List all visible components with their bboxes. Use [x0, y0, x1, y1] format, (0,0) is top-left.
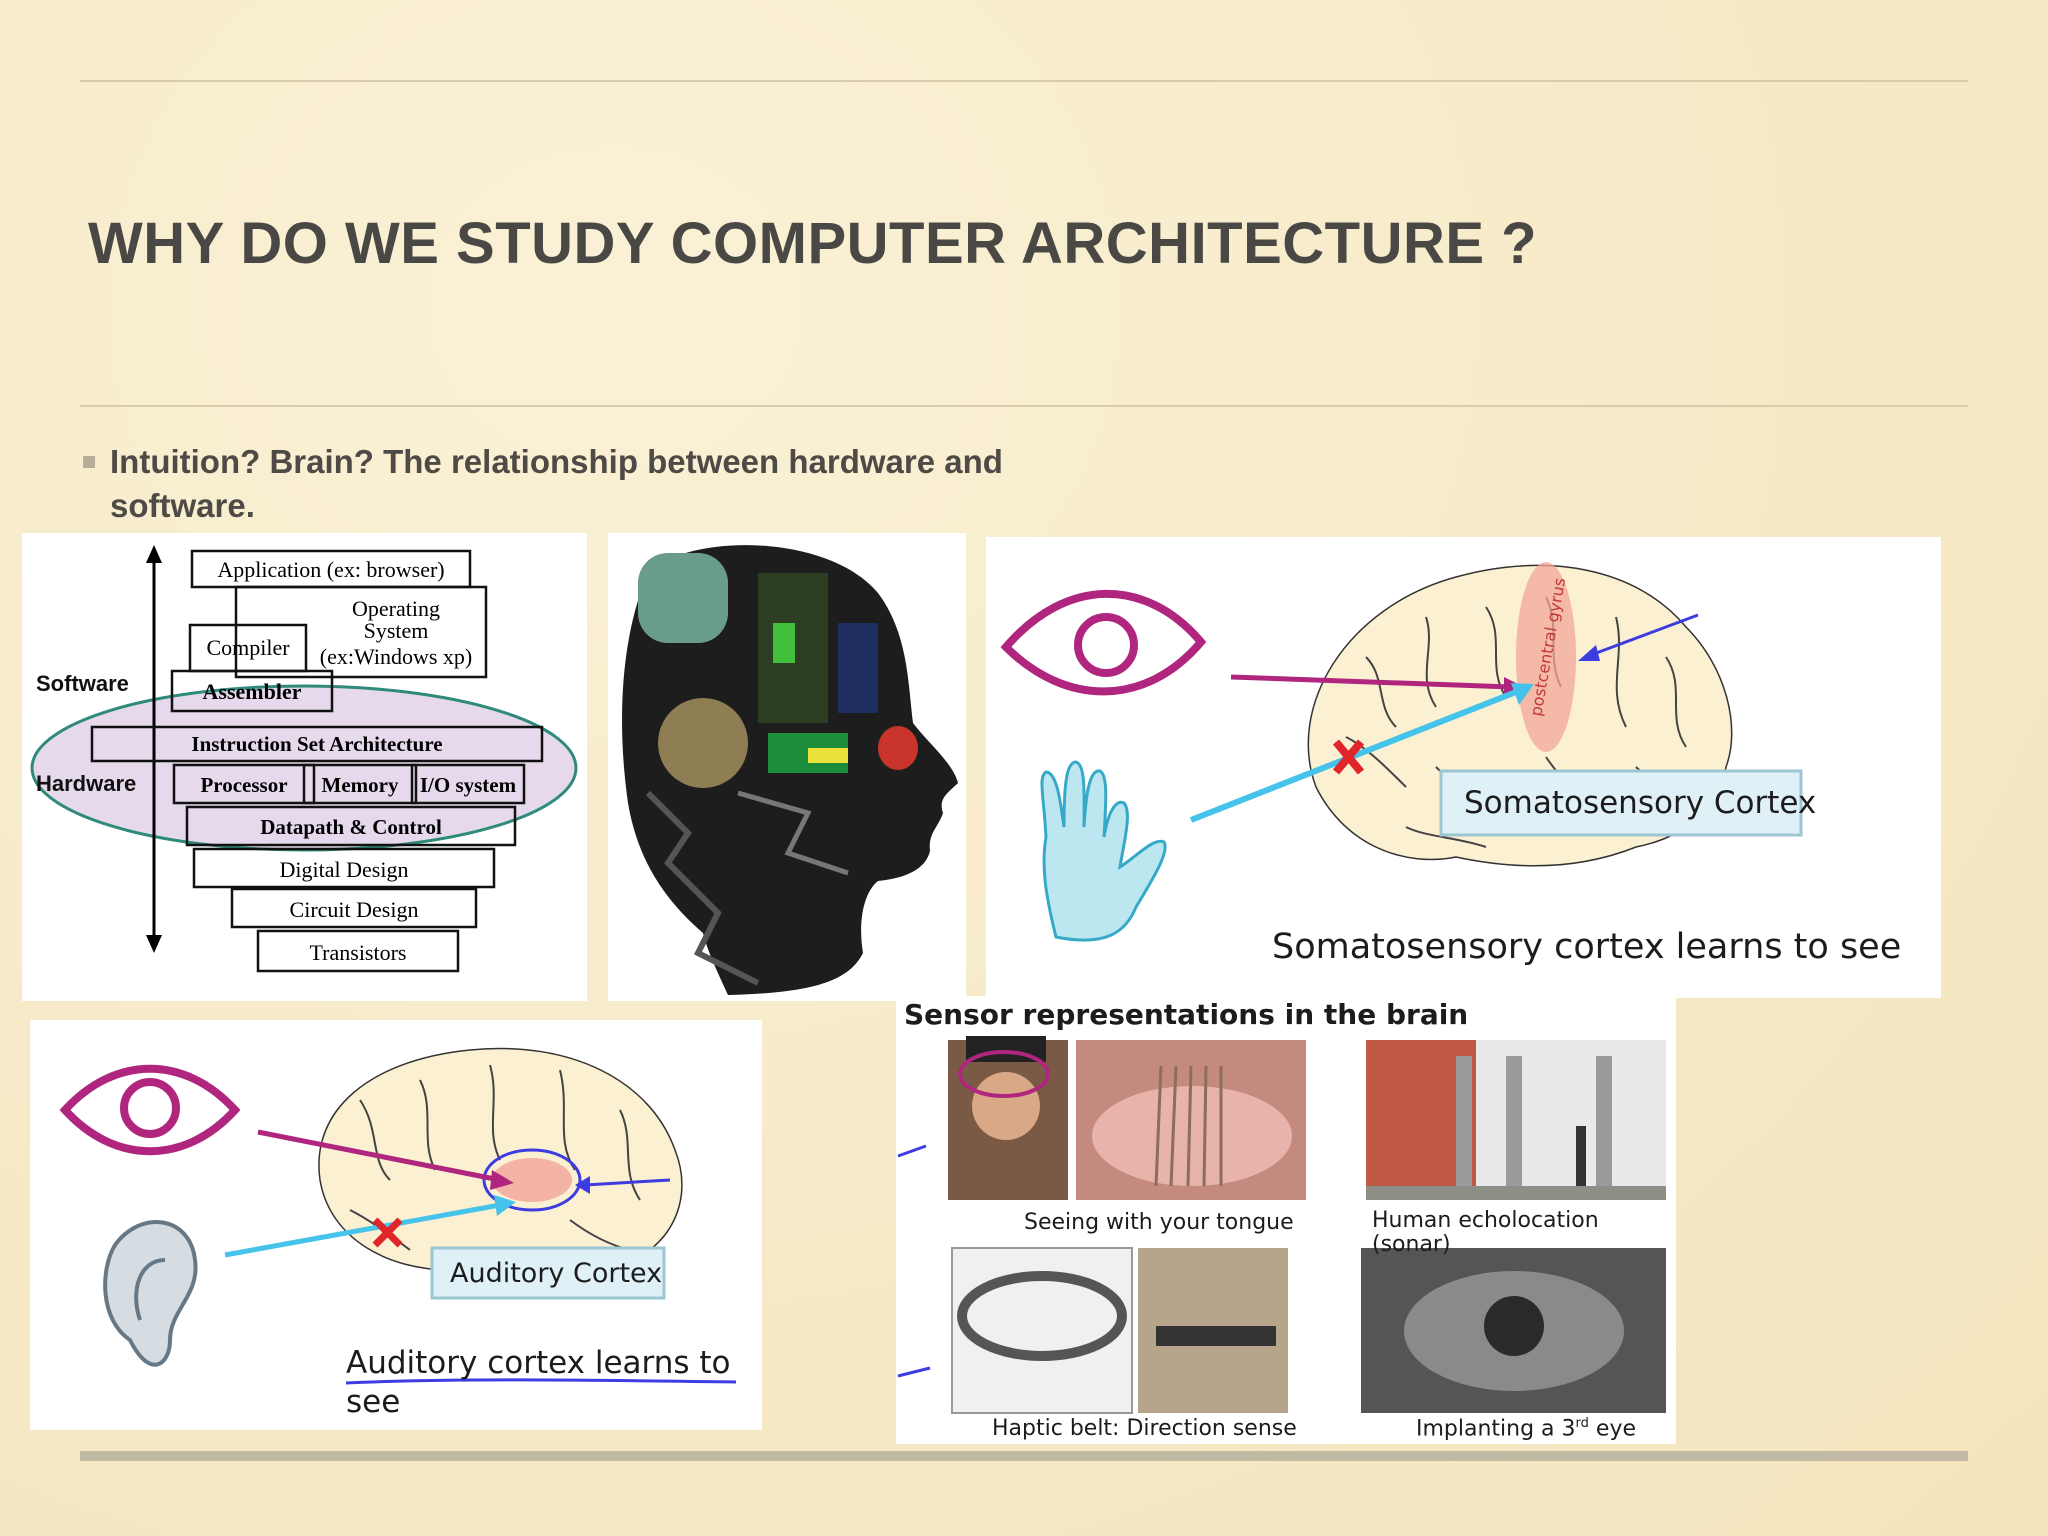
layer-compiler: Compiler: [206, 635, 290, 660]
layer-memory: Memory: [321, 773, 399, 797]
layer-assembler: Assembler: [202, 679, 302, 704]
layer-os-line3: (ex:Windows xp): [319, 644, 473, 669]
auditory-box-label: Auditory Cortex: [450, 1258, 663, 1289]
somatosensory-graphic: postcentral gyrus: [1000, 562, 1803, 942]
layer-processor: Processor: [200, 773, 288, 797]
layer-isa: Instruction Set Architecture: [191, 732, 443, 756]
title-divider: [80, 405, 1968, 407]
layer-io: I/O system: [419, 773, 517, 797]
sensor-representations-panel: Sensor representations in the brain Seei…: [896, 996, 1676, 1444]
layer-os-line1: Operating: [352, 596, 440, 621]
sensor-heading: Sensor representations in the brain: [904, 998, 1469, 1031]
bullet-marker: [83, 456, 95, 468]
third-eye-caption-pre: Implanting a 3: [1416, 1416, 1576, 1442]
slide-title: WHY DO WE STUDY COMPUTER ARCHITECTURE ?: [88, 211, 1538, 276]
auditory-panel: Auditory Cortex Auditory cortex learns t…: [30, 1020, 762, 1430]
software-label: Software: [36, 671, 129, 696]
layer-os-line2: System: [363, 618, 429, 643]
head-silhouette-graphic: [622, 545, 958, 995]
bottom-divider: [80, 1451, 1968, 1461]
cyborg-head-image: [608, 533, 966, 1001]
bullet-text: Intuition? Brain? The relationship betwe…: [110, 443, 1003, 524]
echolocation-caption-line1: Human echolocation: [1372, 1208, 1599, 1233]
layer-transistors: Transistors: [309, 940, 407, 965]
stack-diagram-panel: Software Hardware Application (ex: brows…: [22, 533, 587, 1001]
third-eye-caption-post: eye: [1588, 1416, 1637, 1442]
stack-diagram-graphic: [30, 545, 578, 973]
layer-application: Application (ex: browser): [217, 557, 445, 582]
layer-datapath: Datapath & Control: [260, 815, 442, 839]
belt-caption: Haptic belt: Direction sense: [992, 1416, 1297, 1441]
echolocation-caption-line2: (sonar): [1372, 1232, 1451, 1257]
third-eye-caption: Implanting a 3rd eye: [1416, 1416, 1636, 1441]
top-divider: [80, 80, 1968, 82]
hardware-label: Hardware: [36, 771, 137, 796]
auditory-graphic: [59, 1047, 737, 1385]
auditory-caption-line1: Auditory cortex learns to: [346, 1345, 731, 1381]
layer-digital: Digital Design: [279, 857, 409, 882]
somatosensory-panel: postcentral gyrus Somatosensory Cortex S…: [986, 537, 1941, 998]
third-eye-caption-sup: rd: [1575, 1416, 1589, 1431]
auditory-caption-line2: see: [346, 1384, 401, 1420]
tongue-caption: Seeing with your tongue: [1024, 1210, 1294, 1235]
layer-circuit: Circuit Design: [289, 897, 419, 922]
somatosensory-box-label: Somatosensory Cortex: [1464, 785, 1817, 821]
sensor-photos-graphic: [897, 1036, 1666, 1414]
somatosensory-caption: Somatosensory cortex learns to see: [1272, 927, 1902, 967]
